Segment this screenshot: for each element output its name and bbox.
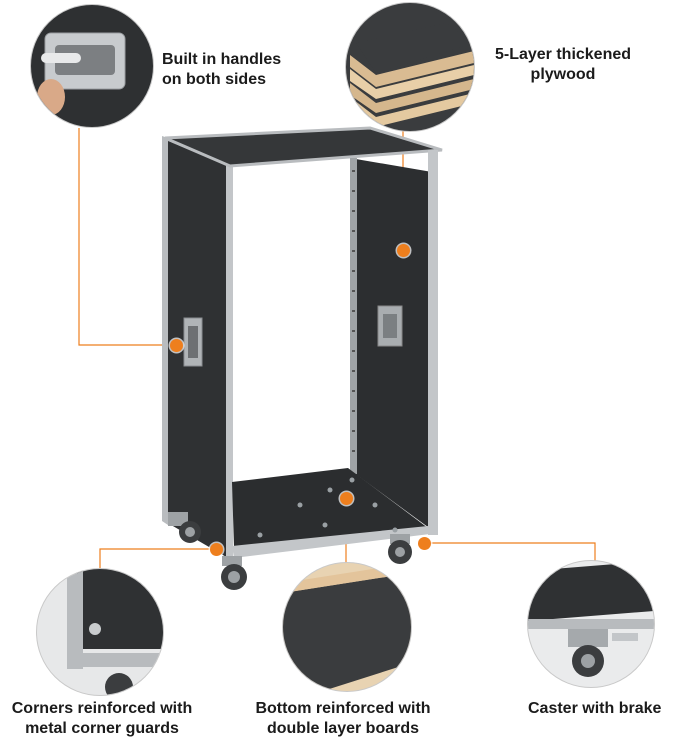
corner-guard-detail-image [36,568,164,696]
handle-detail-image [30,4,154,128]
plywood-detail-image [345,2,475,132]
caster-callout-label: Caster with brake [528,700,662,717]
callout-dot-caster [417,536,431,550]
callout-dot-handles [169,338,183,352]
bottom-board [232,468,428,548]
corners-callout-label: Corners reinforced with metal corner gua… [11,700,193,737]
bottom-board-detail-image [282,562,412,692]
callout-dot-plywood [396,243,410,257]
rack-rail-holes [352,170,355,452]
top-lid [164,126,443,168]
bottom-callout-label: Bottom reinforced with double layer boar… [255,700,431,737]
bottom-screws [257,477,398,538]
caster-detail-image [527,560,655,688]
plywood-callout-label: 5-Layer thickened plywood [494,46,632,83]
handles-callout-label: Built in handles on both sides [162,51,282,88]
callout-dot-bottom [339,491,353,505]
callout-dot-corners [209,542,223,556]
casters [168,512,412,590]
